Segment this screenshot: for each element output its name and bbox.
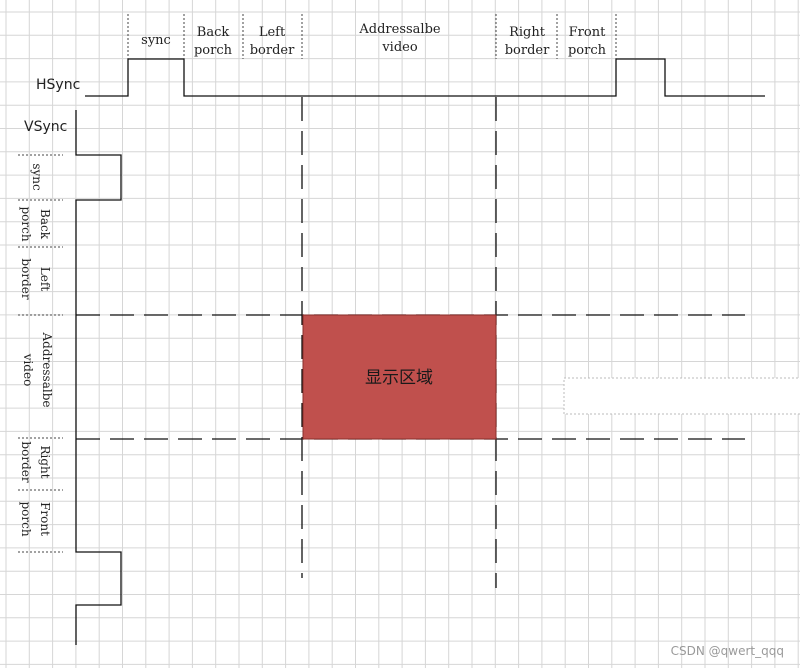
h-seg-left-1: Left xyxy=(259,25,286,40)
h-seg-left-2: border xyxy=(250,43,295,58)
v-seg-sync: sync xyxy=(30,163,44,191)
h-seg-front-2: porch xyxy=(568,43,607,58)
h-seg-back-2: porch xyxy=(194,43,233,58)
v-seg-right-1: Right xyxy=(38,445,52,478)
v-seg-video-2: video xyxy=(21,353,35,387)
v-seg-back-2: porch xyxy=(19,206,33,241)
v-seg-right-2: border xyxy=(19,441,33,482)
v-seg-front-1: Front xyxy=(38,502,52,536)
v-seg-back-1: Back xyxy=(38,209,52,240)
hsync-waveform xyxy=(85,58,765,97)
h-seg-video-1: Addressalbe xyxy=(358,22,441,37)
h-seg-video-2: video xyxy=(381,40,418,55)
display-area xyxy=(302,314,497,440)
display-area-label: 显示区域 xyxy=(365,368,433,388)
h-seg-sync: sync xyxy=(141,33,171,48)
h-seg-right-2: border xyxy=(505,43,550,58)
v-seg-left-1: Left xyxy=(38,267,52,292)
v-seg-video-1: Addressalbe xyxy=(40,332,54,408)
h-seg-front-1: Front xyxy=(569,25,606,40)
h-seg-right-1: Right xyxy=(509,25,546,40)
vsync-waveform xyxy=(75,110,122,645)
vsync-label: VSync xyxy=(24,119,67,135)
v-seg-front-2: porch xyxy=(19,501,33,536)
hsync-dividers xyxy=(127,14,617,59)
hsync-label: HSync xyxy=(36,77,80,93)
vsync-dividers xyxy=(18,154,63,553)
watermark: CSDN @qwert_qqq xyxy=(671,644,784,658)
v-seg-left-2: border xyxy=(19,258,33,299)
h-seg-back-1: Back xyxy=(197,25,230,40)
placeholder-box xyxy=(563,377,800,415)
